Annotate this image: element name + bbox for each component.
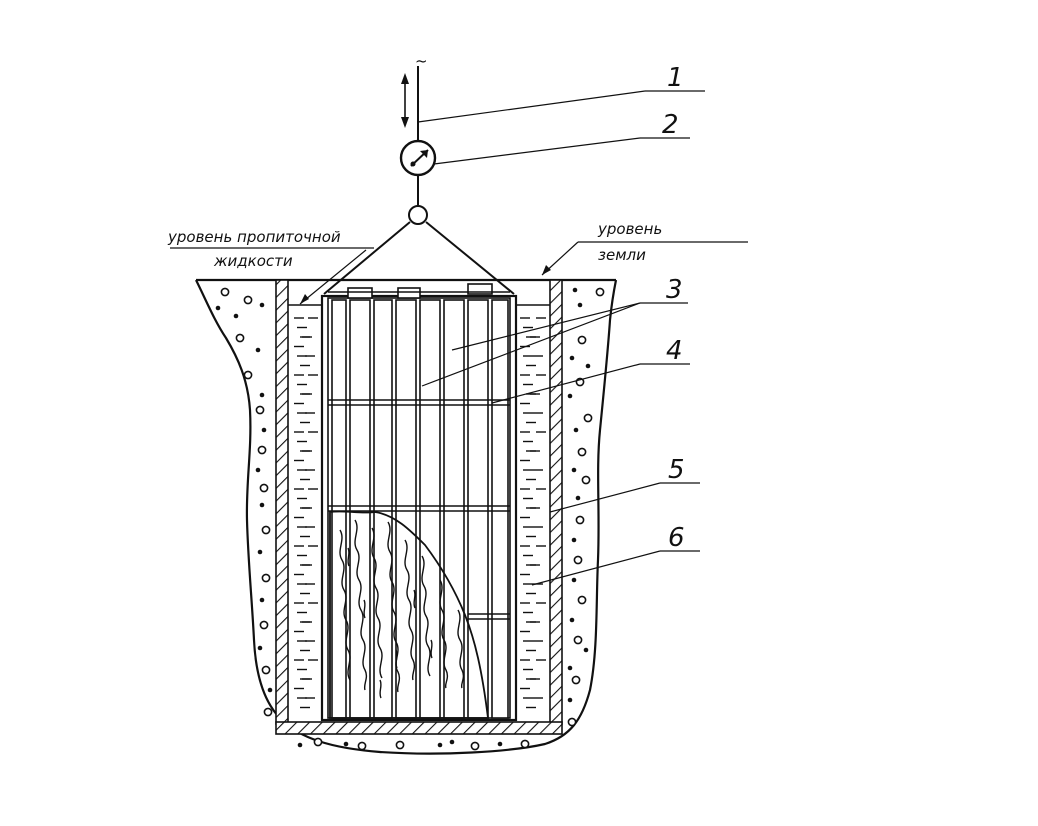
soil-outline: [195, 279, 618, 755]
callout-3: 3: [666, 275, 683, 305]
impregnation-level-label-line1: уровень пропиточной: [167, 228, 341, 246]
ammeter-icon: [399, 139, 437, 177]
impregnation-level-label-line2: жидкости: [213, 252, 293, 270]
arrow-down-icon: [401, 117, 409, 128]
pit-lining: [275, 279, 563, 735]
wood-cutaway: [329, 510, 490, 719]
arrow-up-icon: [401, 73, 409, 84]
callout-5: 5: [668, 455, 685, 485]
ground-level-label-line1: уровень: [597, 220, 662, 238]
wood-poles: [328, 283, 510, 719]
hook-ring: [408, 205, 428, 225]
impregnation-liquid: [294, 317, 546, 709]
ground-level-label-line2: земли: [598, 246, 646, 264]
callout-1: 1: [667, 63, 684, 93]
soil-particles: [215, 287, 605, 751]
callout-6: 6: [668, 523, 685, 553]
suspension: ~: [323, 52, 515, 295]
callout-4: 4: [666, 336, 683, 366]
leader-lines: [170, 90, 748, 586]
current-symbol: ~: [415, 52, 428, 70]
crossbars: [328, 399, 510, 620]
callout-2: 2: [662, 110, 679, 140]
